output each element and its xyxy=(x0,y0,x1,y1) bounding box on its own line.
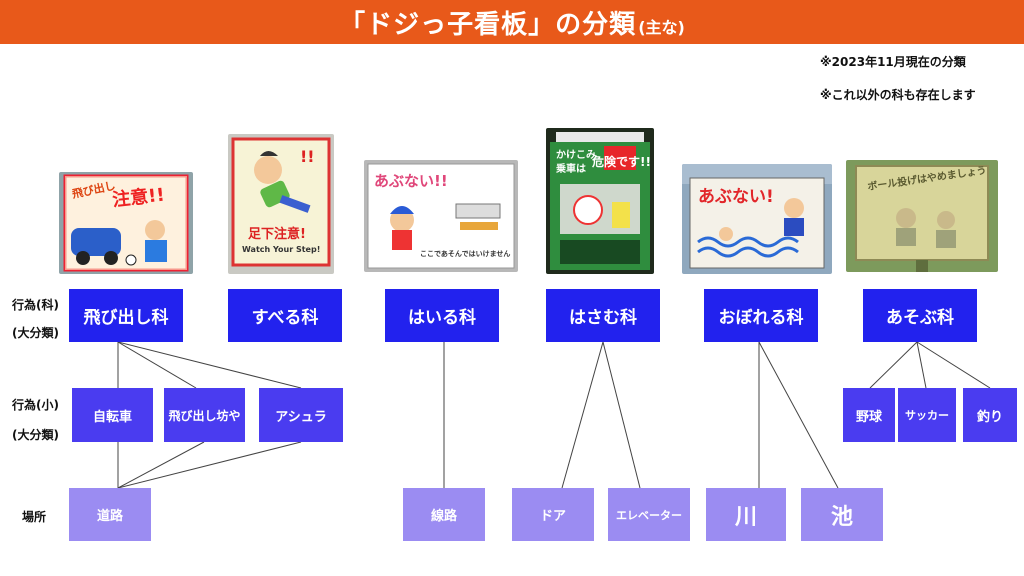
place-door: ドア xyxy=(512,488,594,541)
subcategory-ashura: アシュラ xyxy=(259,388,343,442)
category-hasamu: はさむ科 xyxy=(546,289,660,342)
category-tobidashi: 飛び出し科 xyxy=(69,289,183,342)
photo-hasamu-text-2: 乗車は xyxy=(555,162,586,175)
row-label-small-sub: (大分類) xyxy=(12,428,59,442)
note-other: ※これ以外の科も存在します xyxy=(820,88,976,102)
page-subtitle: (主な) xyxy=(638,18,685,37)
subcategory-jitensha: 自転車 xyxy=(72,388,153,442)
row-label-place: 場所 xyxy=(22,510,47,524)
photo-tobidashi-text-2: 注意!! xyxy=(111,184,165,211)
note-date: ※2023年11月現在の分類 xyxy=(820,55,966,69)
place-ike: 池 xyxy=(801,488,883,541)
category-oboreru: おぼれる科 xyxy=(704,289,818,342)
place-senro: 線路 xyxy=(403,488,485,541)
row-label-large-sub: (大分類) xyxy=(12,326,59,340)
row-label-small: 行為(小) xyxy=(12,398,59,412)
category-hairu: はいる科 xyxy=(385,289,499,342)
place-doro: 道路 xyxy=(69,488,151,541)
photo-oboreru-sign: あぶない! xyxy=(682,164,832,274)
photo-suberu-sign: !! 足下注意! Watch Your Step! xyxy=(228,134,334,274)
place-kawa: 川 xyxy=(706,488,786,541)
category-asobu: あそぶ科 xyxy=(863,289,977,342)
photo-hairu-text-2: ここであそんではいけません xyxy=(420,249,510,258)
photo-suberu-text-2: Watch Your Step! xyxy=(242,245,320,254)
photo-asobu-sign: ボール投げはやめましょう xyxy=(846,160,998,272)
place-elevator: エレベーター xyxy=(608,488,690,541)
category-suberu: すべる科 xyxy=(228,289,342,342)
subcategory-soccer: サッカー xyxy=(898,388,956,442)
subcategory-tobidashi-boya: 飛び出し坊や xyxy=(164,388,245,442)
photo-hasamu-text-3: 危険です!! xyxy=(591,154,651,169)
photo-hasamu-text-1: かけこみ xyxy=(556,149,596,161)
photo-hairu-text-1: あぶない!! xyxy=(374,172,448,190)
photo-oboreru-text-1: あぶない! xyxy=(698,187,774,207)
page-title: 「ドジっ子看板」の分類 xyxy=(339,9,637,40)
photo-tobidashi-sign: 飛び出し 注意!! xyxy=(59,172,193,274)
svg-text:!!: !! xyxy=(300,147,315,166)
subcategory-tsuri: 釣り xyxy=(963,388,1017,442)
photo-suberu-text-1: 足下注意! xyxy=(248,226,306,242)
header-banner: 「ドジっ子看板」の分類 (主な) xyxy=(0,0,1024,44)
subcategory-yakyu: 野球 xyxy=(843,388,895,442)
photo-hasamu-sign: かけこみ 乗車は 危険です!! xyxy=(546,128,654,274)
row-label-large: 行為(科) xyxy=(12,298,59,312)
photo-hairu-sign: あぶない!! ここであそんではいけません xyxy=(364,160,518,272)
